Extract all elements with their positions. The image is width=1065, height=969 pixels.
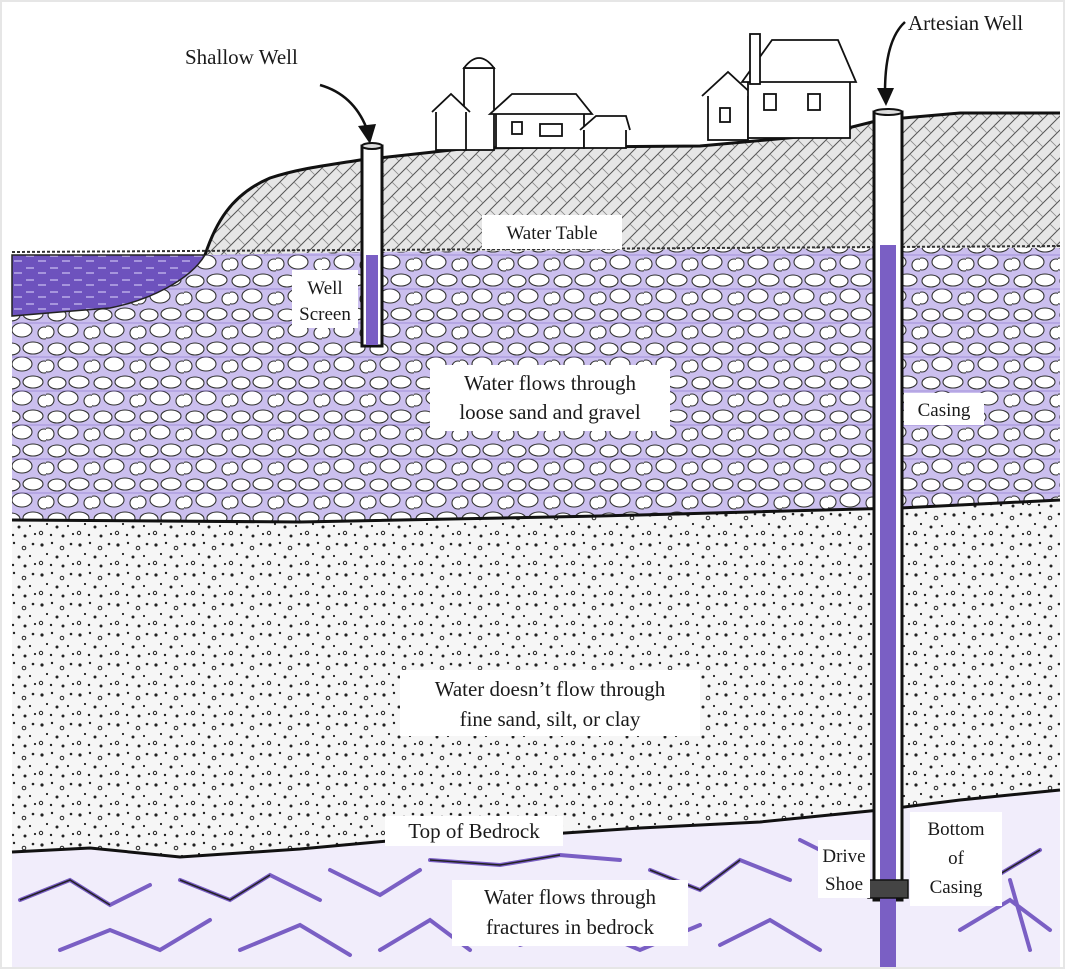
fine-sand-label-line1: Water doesn’t flow through	[435, 677, 666, 701]
well-screen-label-line1: Well	[307, 278, 342, 299]
bedrock-label-line2: fractures in bedrock	[486, 915, 654, 939]
drive-shoe-label-line2: Shoe	[825, 874, 863, 895]
bedrock-label-line1: Water flows through	[484, 885, 657, 909]
bottom-casing-label-line2: of	[948, 848, 965, 869]
fine-sand-label-line2: fine sand, silt, or clay	[460, 707, 641, 731]
sand-gravel-label-line2: loose sand and gravel	[459, 400, 641, 424]
artesian-well	[868, 109, 908, 969]
sand-gravel-label-line1: Water flows through	[464, 371, 637, 395]
bottom-casing-label-line3: Casing	[930, 877, 983, 898]
drive-shoe-mark	[868, 880, 908, 898]
shallow-well-label: Shallow Well	[185, 45, 298, 69]
artesian-well-label: Artesian Well	[908, 11, 1023, 35]
bottom-casing-label-line1: Bottom	[927, 819, 984, 840]
water-table-label: Water Table	[506, 223, 597, 244]
casing-label: Casing	[918, 400, 971, 421]
well-screen-label-line2: Screen	[299, 304, 351, 325]
top-bedrock-label: Top of Bedrock	[408, 819, 540, 843]
shallow-well	[362, 143, 382, 346]
drive-shoe-label-line1: Drive	[822, 846, 865, 867]
